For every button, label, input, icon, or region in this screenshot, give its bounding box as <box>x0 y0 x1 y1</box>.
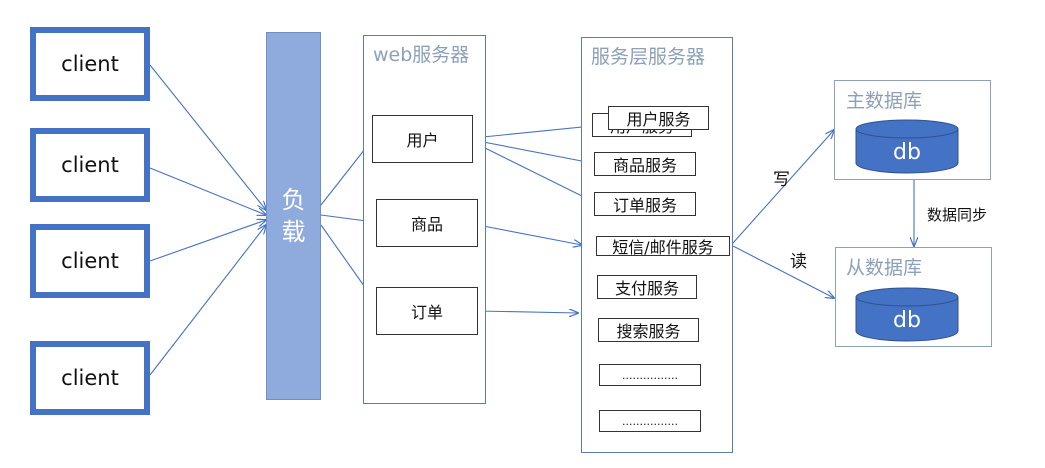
service-user: 用户服务 <box>608 106 709 130</box>
arrow-user-productservice <box>472 139 592 163</box>
arrow-write-master <box>732 130 834 244</box>
master-db-label: db <box>893 140 921 165</box>
slave-db-label: db <box>893 308 921 333</box>
service-placeholder-2: ................ <box>599 410 701 432</box>
client-box-3: client <box>30 224 150 298</box>
client-box-4: client <box>30 341 150 415</box>
web-node-product: 商品 <box>376 199 478 247</box>
load-balancer-char-2: 载 <box>281 218 306 246</box>
load-balancer: 负 载 <box>266 32 321 400</box>
web-node-user: 用户 <box>372 115 473 163</box>
master-db-cylinder: db <box>855 119 959 174</box>
service-payment: 支付服务 <box>597 275 697 299</box>
sync-label: 数据同步 <box>927 206 988 224</box>
client-box-1: client <box>30 27 150 101</box>
load-balancer-char-1: 负 <box>281 186 306 214</box>
service-search: 搜索服务 <box>598 318 699 342</box>
arrow-user-userservice <box>472 126 592 139</box>
web-node-order: 订单 <box>376 287 478 335</box>
arrow-user-orderservice <box>472 141 592 201</box>
write-label: 写 <box>773 170 790 190</box>
client-label: client <box>61 52 119 76</box>
service-sms-email: 短信/邮件服务 <box>596 236 730 257</box>
service-placeholder-1: ................ <box>599 364 701 386</box>
arrow-client1-lb <box>149 64 266 210</box>
client-box-2: client <box>30 128 150 202</box>
read-label: 读 <box>790 252 807 272</box>
slave-db-title: 从数据库 <box>846 257 923 279</box>
client-label: client <box>61 366 119 390</box>
client-label: client <box>61 153 119 177</box>
arrow-client4-lb <box>149 225 266 376</box>
client-label: client <box>61 249 119 273</box>
service-layer-title: 服务层服务器 <box>591 46 706 68</box>
arrow-client2-lb <box>149 167 266 215</box>
arrow-read-slave <box>732 245 834 298</box>
master-db-title: 主数据库 <box>846 90 923 112</box>
arrow-client3-lb <box>149 220 266 262</box>
web-server-title: web服务器 <box>373 44 470 66</box>
arrow-product-smsservice <box>477 224 582 245</box>
arrow-order-payservice <box>477 311 578 313</box>
service-product: 商品服务 <box>594 152 696 176</box>
slave-db-cylinder: db <box>855 287 959 342</box>
service-order: 订单服务 <box>594 192 696 216</box>
